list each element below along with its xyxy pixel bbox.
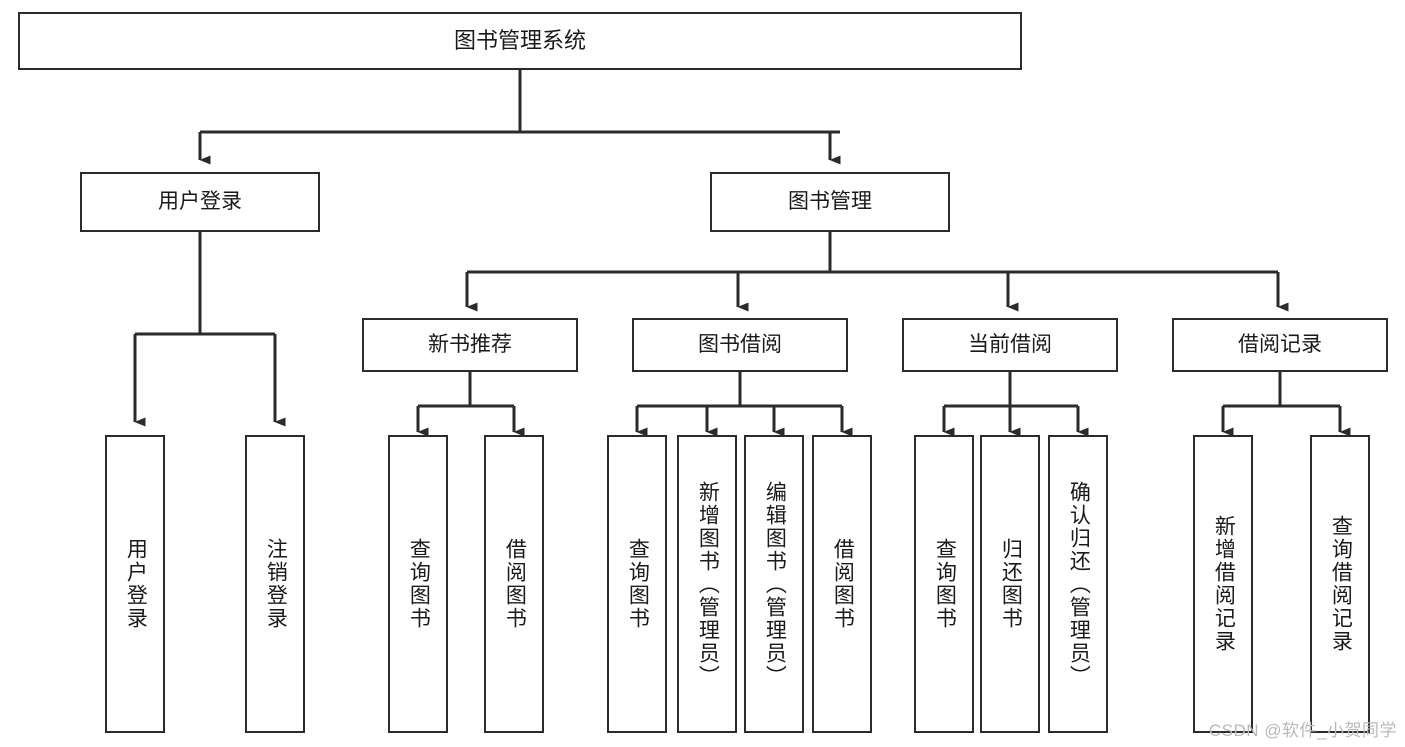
leaf-book-borrow-borrow[interactable]: 借阅图书 (812, 435, 872, 733)
leaf-label: 新增图书（管理员） (696, 480, 720, 688)
leaf-current-borrow-return[interactable]: 归还图书 (980, 435, 1040, 733)
node-borrow-record-label: 借阅记录 (1238, 332, 1322, 356)
leaf-label: 归还图书 (999, 538, 1023, 630)
node-new-book-recommend[interactable]: 新书推荐 (362, 318, 578, 372)
leaf-label: 查询图书 (626, 538, 650, 630)
leaf-current-borrow-query[interactable]: 查询图书 (914, 435, 974, 733)
leaf-user-login-login[interactable]: 用户登录 (105, 435, 165, 733)
node-user-login-label: 用户登录 (158, 189, 242, 213)
leaf-user-login-logout[interactable]: 注销登录 (245, 435, 305, 733)
leaf-label: 查询借阅记录 (1329, 515, 1353, 653)
node-book-borrow-label: 图书借阅 (698, 332, 782, 356)
leaf-new-book-borrow[interactable]: 借阅图书 (484, 435, 544, 733)
node-user-login[interactable]: 用户登录 (80, 172, 320, 232)
leaf-label: 借阅图书 (831, 538, 855, 630)
watermark: CSDN @软件_小贺同学 (1208, 721, 1397, 740)
node-borrow-record[interactable]: 借阅记录 (1172, 318, 1388, 372)
leaf-book-borrow-query[interactable]: 查询图书 (607, 435, 667, 733)
leaf-borrow-record-query[interactable]: 查询借阅记录 (1310, 435, 1370, 733)
leaf-label: 借阅图书 (503, 538, 527, 630)
node-book-management[interactable]: 图书管理 (710, 172, 950, 232)
node-book-management-label: 图书管理 (788, 189, 872, 213)
leaf-borrow-record-add[interactable]: 新增借阅记录 (1193, 435, 1253, 733)
leaf-book-borrow-add[interactable]: 新增图书（管理员） (677, 435, 737, 733)
leaf-book-borrow-edit[interactable]: 编辑图书（管理员） (744, 435, 804, 733)
leaf-current-borrow-confirm[interactable]: 确认归还（管理员） (1048, 435, 1108, 733)
leaf-label: 查询图书 (933, 538, 957, 630)
node-current-borrow[interactable]: 当前借阅 (902, 318, 1118, 372)
leaf-label: 新增借阅记录 (1212, 515, 1236, 653)
leaf-label: 编辑图书（管理员） (763, 480, 787, 688)
leaf-label: 注销登录 (264, 538, 288, 630)
leaf-new-book-query[interactable]: 查询图书 (388, 435, 448, 733)
node-root[interactable]: 图书管理系统 (18, 12, 1022, 70)
node-book-borrow[interactable]: 图书借阅 (632, 318, 848, 372)
node-current-borrow-label: 当前借阅 (968, 332, 1052, 356)
leaf-label: 用户登录 (124, 538, 148, 630)
leaf-label: 查询图书 (407, 538, 431, 630)
node-root-label: 图书管理系统 (453, 28, 586, 54)
node-new-book-recommend-label: 新书推荐 (428, 332, 512, 356)
leaf-label: 确认归还（管理员） (1067, 480, 1091, 688)
